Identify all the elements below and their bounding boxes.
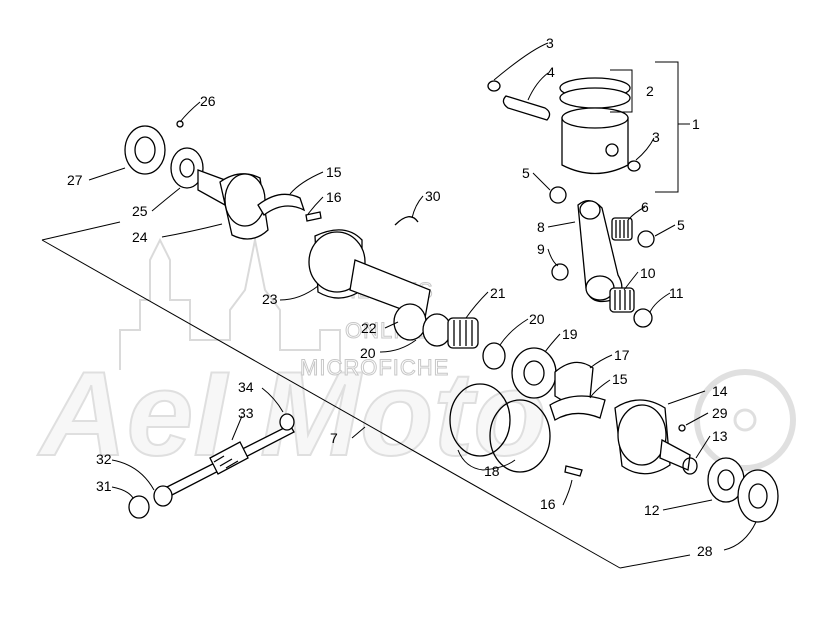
piston-crown [561, 107, 629, 129]
drive-shaft-group [128, 413, 295, 519]
callout-16a: 16 [326, 189, 342, 205]
seal-20b [482, 342, 506, 370]
crank-flywheel [308, 231, 366, 293]
assembly-7-outline [41, 221, 691, 569]
washer-9 [551, 263, 569, 281]
callout-24: 24 [132, 229, 148, 245]
right-crank-group [564, 399, 779, 523]
callout-18: 18 [484, 463, 500, 479]
callout-3a: 3 [546, 35, 554, 51]
ring-18a [449, 383, 511, 457]
piston-pin-boss [605, 143, 619, 157]
callout-19: 19 [562, 326, 578, 342]
callout-13: 13 [712, 428, 728, 444]
callout-20a: 20 [529, 311, 545, 327]
callout-10: 10 [640, 265, 656, 281]
needle-bearing-10 [609, 287, 635, 313]
crank-right-shaft [659, 438, 691, 471]
callout-9: 9 [537, 241, 545, 257]
callout-17: 17 [614, 347, 630, 363]
callout-4: 4 [547, 64, 555, 80]
watermark-logo-text: AeI Moto [37, 347, 547, 481]
bolt-16b [564, 465, 583, 477]
washer-34 [279, 413, 295, 431]
callout-6: 6 [641, 199, 649, 215]
callout-5b: 5 [677, 217, 685, 233]
crank-web-face [224, 173, 266, 227]
piston-group [487, 77, 641, 175]
callout-15b: 15 [612, 371, 628, 387]
crank-right-face [617, 404, 667, 466]
connecting-rod-group [549, 186, 655, 328]
ring-18b [489, 399, 551, 473]
callout-22: 22 [361, 320, 377, 336]
callout-23: 23 [262, 291, 278, 307]
gear-33 [209, 441, 249, 475]
callout-5a: 5 [522, 165, 530, 181]
bearing-19-inner [523, 360, 545, 386]
watermark-logo: AeI Moto [36, 346, 796, 482]
watermark: AeI Moto HL@M'S ONLINE MICROFICHE [36, 220, 796, 482]
seal-22 [393, 303, 427, 341]
washer-5b [637, 230, 655, 248]
watermark-line-3: MICROFICHE [300, 355, 449, 380]
callout-16b: 16 [540, 496, 556, 512]
callout-14: 14 [712, 383, 728, 399]
bearing-21 [447, 317, 479, 349]
washer-5a [549, 186, 567, 204]
washer-11 [633, 308, 653, 328]
needle-bearing-6 [611, 217, 633, 241]
bushing-32 [153, 485, 173, 507]
watermark-wheel-hub [733, 408, 757, 432]
oring-13 [682, 457, 698, 475]
thrust-washer-15b [549, 395, 606, 421]
piston-pin [502, 95, 551, 121]
plug-26 [176, 120, 184, 128]
thrust-washer-15a [257, 193, 306, 216]
callout-33: 33 [238, 405, 254, 421]
watermark-wheel [694, 369, 796, 471]
callout-1: 1 [692, 116, 700, 132]
oil-seal-27-inner [134, 136, 156, 164]
callout-15a: 15 [326, 164, 342, 180]
middle-group [393, 303, 606, 473]
callout-31: 31 [96, 478, 112, 494]
callout-25: 25 [132, 203, 148, 219]
callout-32: 32 [96, 451, 112, 467]
bearing-25-inner [179, 158, 195, 178]
callout-29: 29 [712, 405, 728, 421]
piston-ring-lower [559, 87, 631, 109]
callout-12: 12 [644, 502, 660, 518]
callout-8: 8 [537, 219, 545, 235]
callout-2: 2 [646, 83, 654, 99]
callout-7: 7 [330, 430, 338, 446]
seal-20a [422, 313, 452, 347]
circlip-left [487, 80, 501, 92]
clip-30 [394, 216, 419, 226]
circlip-right [627, 160, 641, 172]
callout-30: 30 [425, 188, 441, 204]
callout-11: 11 [669, 285, 684, 301]
rod-small-end [579, 200, 601, 220]
callout-27: 27 [67, 172, 83, 188]
callout-21: 21 [490, 285, 506, 301]
bolt-16a [305, 211, 322, 222]
callout-labels: 1 2 3 3 4 5 5 6 7 8 9 10 11 12 13 14 15 … [67, 35, 728, 559]
callout-26: 26 [200, 93, 216, 109]
callout-34: 34 [238, 379, 254, 395]
leader-lines [88, 42, 757, 551]
nut-31 [128, 495, 150, 519]
callout-28: 28 [697, 543, 713, 559]
bearing-12-inner [717, 469, 735, 491]
oil-seal-28-inner [748, 483, 768, 509]
callout-20b: 20 [360, 345, 376, 361]
callout-3b: 3 [652, 129, 660, 145]
key-29 [678, 424, 686, 432]
